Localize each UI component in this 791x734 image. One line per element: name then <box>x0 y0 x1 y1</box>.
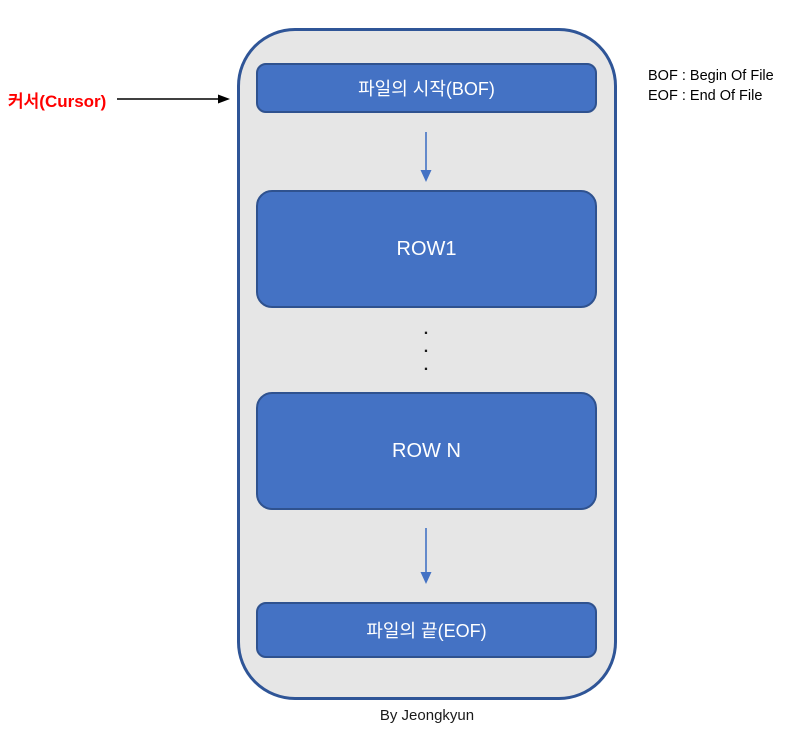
author-credit: By Jeongkyun <box>379 707 475 724</box>
cursor-label: 커서(Cursor) <box>8 92 107 111</box>
ellipsis-dot: . <box>423 321 429 338</box>
bof-node: 파일의 시작(BOF) <box>256 63 597 113</box>
row1-node: ROW1 <box>256 190 597 308</box>
cursor-arrow-icon <box>117 94 230 104</box>
legend-bof-line: BOF : Begin Of File <box>648 68 774 84</box>
legend-eof-line: EOF : End Of File <box>648 88 763 104</box>
eof-node: 파일의 끝(EOF) <box>256 602 597 658</box>
file-container <box>237 28 617 700</box>
legend: BOF : Begin Of File EOF : End Of File <box>648 66 774 106</box>
ellipsis-dot: . <box>423 357 429 374</box>
arrow-down-icon <box>420 132 432 182</box>
rown-node: ROW N <box>256 392 597 510</box>
arrow-down-icon <box>420 528 432 584</box>
ellipsis-dot: . <box>423 339 429 356</box>
